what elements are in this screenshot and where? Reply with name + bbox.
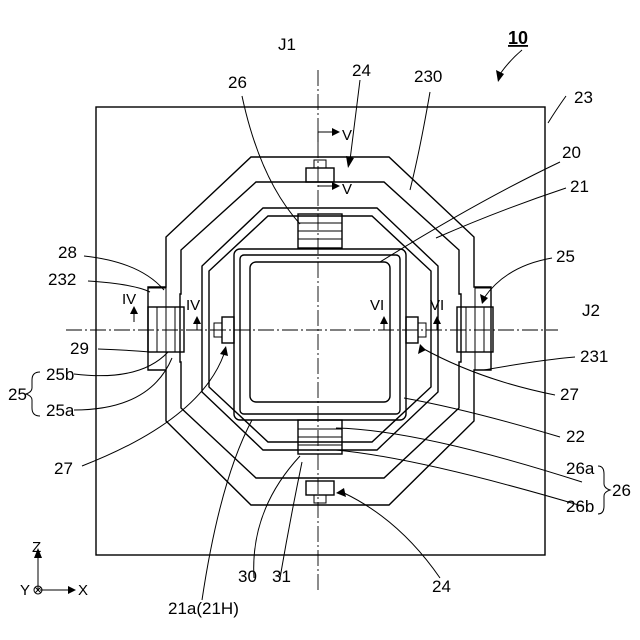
section-v-bottom: V	[342, 181, 352, 198]
left-25-cap	[148, 288, 166, 307]
frame-23	[96, 107, 545, 555]
label-21: 21	[570, 177, 589, 196]
label-j2: J2	[582, 301, 600, 320]
label-27-right: 27	[560, 385, 579, 404]
frame-opening-outer	[148, 157, 491, 505]
label-26a: 26a	[566, 459, 595, 478]
movable-frame-21-inner	[209, 216, 431, 442]
axis-y-label: Y	[20, 582, 30, 599]
section-v-top: V	[342, 127, 352, 144]
holder-22-inner	[240, 255, 400, 414]
right-25-cap-low	[475, 352, 491, 370]
label-231: 231	[580, 347, 608, 366]
label-25b: 25b	[46, 365, 74, 384]
top-hinge-stub	[314, 160, 326, 168]
label-26b: 26b	[566, 497, 594, 516]
label-10: 10	[508, 28, 528, 48]
label-24-top: 24	[352, 61, 371, 80]
label-22: 22	[566, 427, 585, 446]
label-23: 23	[574, 88, 593, 107]
label-232: 232	[48, 270, 76, 289]
bottom-hinge-stub	[314, 495, 326, 503]
label-28: 28	[58, 243, 77, 262]
label-26-brace: 26	[612, 481, 631, 500]
label-20: 20	[562, 143, 581, 162]
label-24-bottom: 24	[432, 577, 451, 596]
axis-x-label: X	[78, 582, 88, 599]
holder-22-outer	[234, 249, 406, 420]
label-30: 30	[238, 567, 257, 586]
label-27-left: 27	[54, 459, 73, 478]
bottom-hinge-24	[306, 481, 334, 495]
label-29: 29	[70, 339, 89, 358]
label-25-right: 25	[556, 247, 575, 266]
section-vi-right: VI	[430, 297, 444, 314]
label-31: 31	[272, 567, 291, 586]
section-iv-left: IV	[122, 291, 136, 308]
label-25a: 25a	[46, 401, 75, 420]
axis-z-label: Z	[32, 539, 41, 556]
top-hinge-24	[306, 168, 334, 182]
section-iv-right: IV	[186, 297, 200, 314]
mirror-20	[250, 262, 390, 402]
label-230: 230	[414, 67, 442, 86]
label-j1: J1	[278, 35, 296, 54]
label-26: 26	[228, 73, 247, 92]
label-25: 25	[8, 385, 27, 404]
section-vi-left: VI	[370, 297, 384, 314]
label-21a: 21a(21H)	[168, 599, 239, 618]
